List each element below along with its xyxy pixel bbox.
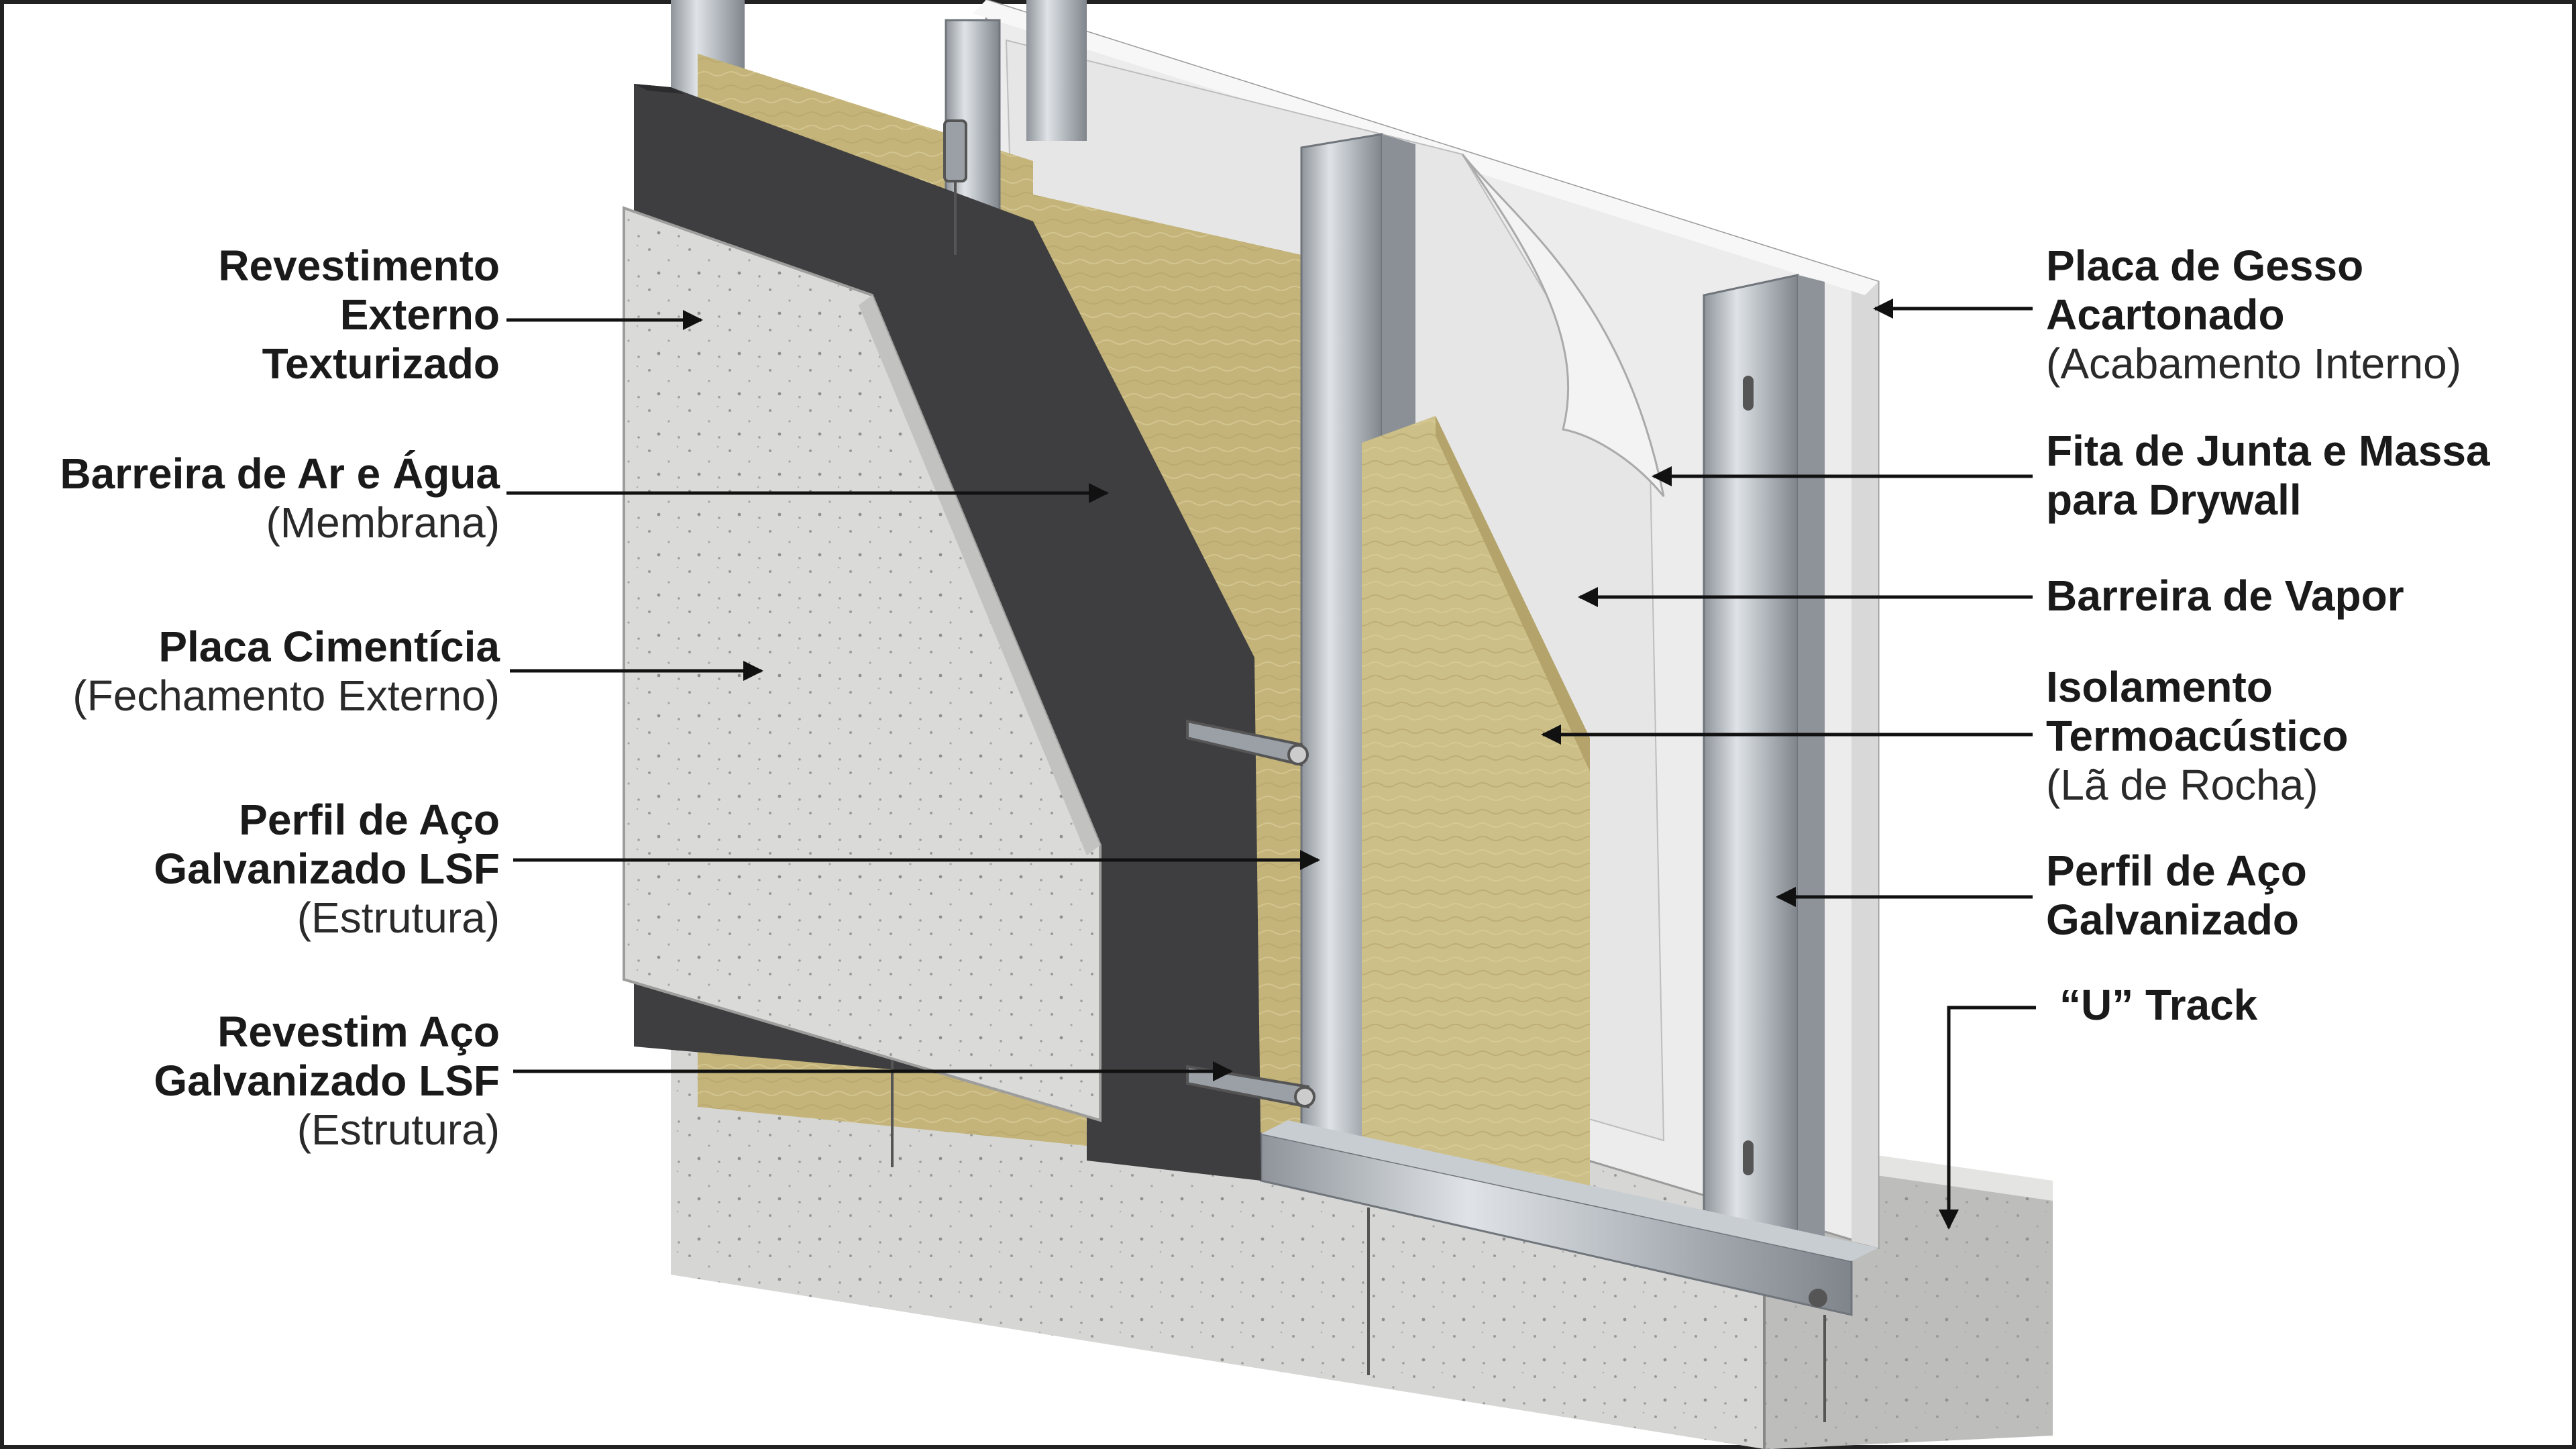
label-revestim-aco-sub: (Estrutura) [297,1106,500,1154]
label-placa-gesso-line1: Placa de Gesso [2046,241,2364,290]
rock-wool-front [1362,416,1590,1221]
label-revestim-aco-line2: Galvanizado LSF [154,1057,500,1105]
label-revestim-aco: Revestim Aço Galvanizado LSF (Estrutura) [154,1008,500,1155]
label-isolamento: Isolamento Termoacústico (Lã de Rocha) [2046,663,2349,810]
label-fita-junta-line1: Fita de Junta e Massa [2046,427,2490,475]
label-isolamento-line1: Isolamento [2046,663,2273,711]
label-placa-gesso-sub: (Acabamento Interno) [2046,339,2461,388]
rear-steel-studs [671,0,1825,1276]
label-placa-cimenticia-line1: Placa Cimentícia [158,623,500,671]
arrow-u-track [1939,1006,2036,1230]
label-revestimento-externo: Revestimento Externo Texturizado [218,241,500,388]
label-u-track-line1: “U” Track [2059,981,2258,1029]
label-fita-junta: Fita de Junta e Massa para Drywall [2046,427,2490,525]
label-perfil-galvanizado-line2: Galvanizado [2046,896,2299,944]
label-isolamento-sub: (Lã de Rocha) [2046,761,2318,809]
label-barreira-line1: Barreira de Ar e Água [60,449,500,498]
label-barreira-ar-agua: Barreira de Ar e Água (Membrana) [60,449,500,547]
label-placa-cimenticia-sub: (Fechamento Externo) [72,672,500,720]
label-perfil-lsf-line1: Perfil de Aço [239,796,500,844]
label-perfil-galvanizado: Perfil de Aço Galvanizado [2046,847,2307,945]
label-perfil-lsf-estrutura: Perfil de Aço Galvanizado LSF (Estrutura… [154,796,500,943]
label-placa-gesso-line2: Acartonado [2046,290,2285,339]
label-perfil-lsf-line2: Galvanizado LSF [154,845,500,893]
label-isolamento-line2: Termoacústico [2046,712,2349,760]
u-track [1260,1120,1878,1316]
label-barreira-sub: (Membrana) [266,498,500,547]
label-revestimento-line2: Externo [339,290,500,339]
label-barreira-vapor-line1: Barreira de Vapor [2046,572,2404,620]
label-perfil-lsf-sub: (Estrutura) [297,894,500,942]
label-revestim-aco-line1: Revestim Aço [217,1008,500,1056]
cement-board [623,206,1102,1122]
label-fita-junta-line2: para Drywall [2046,476,2302,524]
label-placa-cimenticia: Placa Cimentícia (Fechamento Externo) [72,623,500,720]
label-revestimento-line1: Revestimento [218,241,500,290]
label-barreira-vapor: Barreira de Vapor [2046,572,2404,621]
label-placa-gesso: Placa de Gesso Acartonado (Acabamento In… [2046,241,2461,388]
pointer-arrows [506,299,2036,1230]
label-perfil-galvanizado-line1: Perfil de Aço [2046,847,2307,895]
label-revestimento-line3: Texturizado [262,339,500,388]
label-u-track: “U” Track [2059,981,2257,1030]
